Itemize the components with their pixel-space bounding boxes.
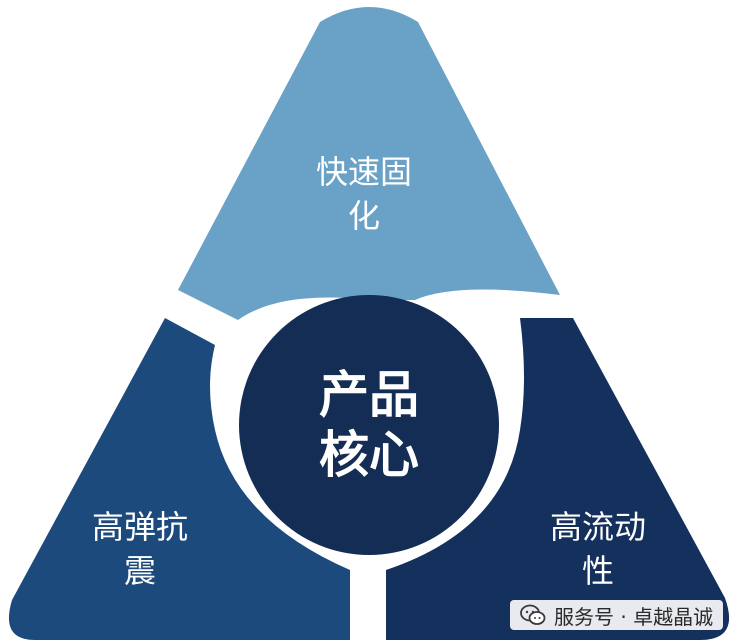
segment-top-label: 快速固 化: [315, 153, 412, 235]
center-circle: [239, 295, 499, 555]
segment-left-label: 高弹抗 震: [91, 508, 188, 590]
segment-left-shape: [8, 318, 351, 640]
segment-right-shape: [386, 318, 730, 640]
segment-top-shape: [178, 7, 560, 320]
wechat-icon: [520, 604, 546, 625]
watermark: 服务号 · 卓越晶诚: [510, 600, 724, 630]
segment-right-label: 高流动 性: [549, 508, 646, 590]
watermark-text: 服务号 · 卓越晶诚: [554, 604, 714, 629]
center-label: 产品 核心: [319, 365, 419, 484]
